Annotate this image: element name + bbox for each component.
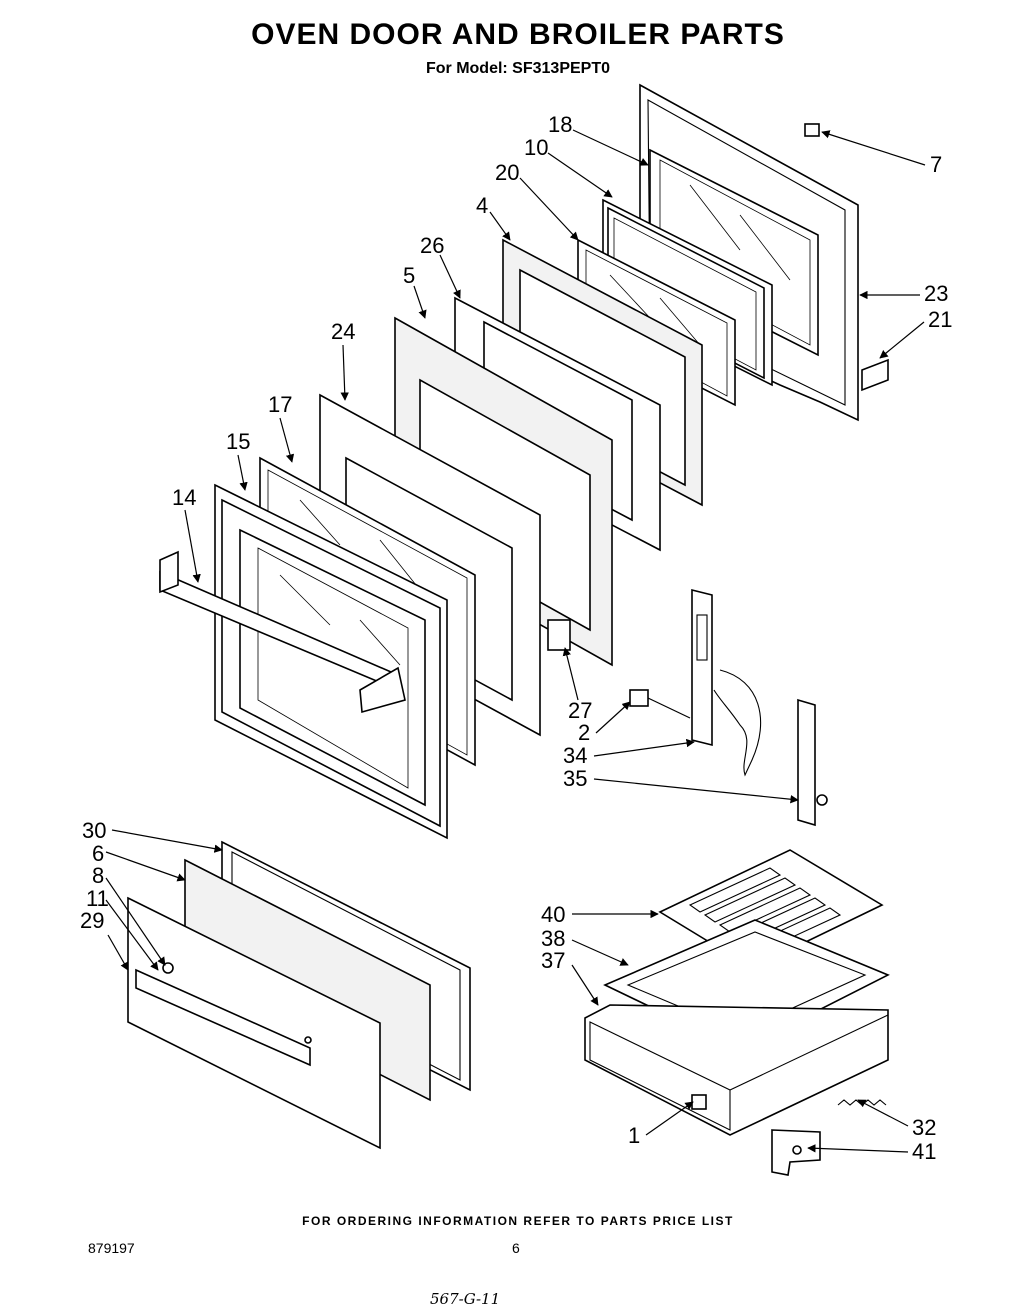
- callout-7: 7: [930, 152, 942, 177]
- callout-21: 21: [928, 307, 952, 332]
- document-number: 879197: [88, 1240, 135, 1256]
- callout-2: 2: [578, 720, 590, 745]
- callout-4: 4: [476, 193, 488, 218]
- callout-41: 41: [912, 1139, 936, 1164]
- callout-30: 30: [82, 818, 106, 843]
- callout-8: 8: [92, 863, 104, 888]
- callout-labels: 18 10 20 4 26 5 24 17 15 14 7 23 21 27 2…: [80, 112, 952, 1164]
- screw-7: [804, 123, 820, 137]
- callout-15: 15: [226, 429, 250, 454]
- callout-27: 27: [568, 698, 592, 723]
- callout-38: 38: [541, 926, 565, 951]
- callout-40: 40: [541, 902, 565, 927]
- hinge-35: [797, 698, 828, 827]
- ordering-note: FOR ORDERING INFORMATION REFER TO PARTS …: [302, 1214, 734, 1228]
- callout-23: 23: [924, 281, 948, 306]
- callout-17: 17: [268, 392, 292, 417]
- callout-37: 37: [541, 948, 565, 973]
- model-subtitle: For Model: SF313PEPT0: [425, 60, 611, 77]
- page-number: 6: [512, 1240, 520, 1256]
- door-handle-14: [159, 550, 406, 714]
- drawer-front-29: [127, 896, 381, 1150]
- handwritten-note: 567-G-11: [430, 1290, 501, 1308]
- callout-24: 24: [331, 319, 355, 344]
- callout-20: 20: [495, 160, 519, 185]
- callout-35: 35: [563, 766, 587, 791]
- leader-lines: [105, 129, 926, 1153]
- callout-14: 14: [172, 485, 196, 510]
- callout-18: 18: [548, 112, 572, 137]
- callout-26: 26: [420, 233, 444, 258]
- callout-1: 1: [628, 1123, 640, 1148]
- callout-10: 10: [524, 135, 548, 160]
- bracket-41: [771, 1129, 821, 1176]
- bracket-21: [861, 358, 889, 392]
- page-title: OVEN DOOR AND BROILER PARTS: [251, 18, 785, 51]
- callout-34: 34: [563, 743, 587, 768]
- screw-2: [629, 689, 691, 719]
- hinge-34: [691, 588, 762, 777]
- callout-29: 29: [80, 908, 104, 933]
- broiler-drawer-37: [584, 1004, 889, 1136]
- callout-6: 6: [92, 841, 104, 866]
- callout-32: 32: [912, 1115, 936, 1140]
- callout-11: 11: [86, 886, 109, 911]
- callout-5: 5: [403, 263, 415, 288]
